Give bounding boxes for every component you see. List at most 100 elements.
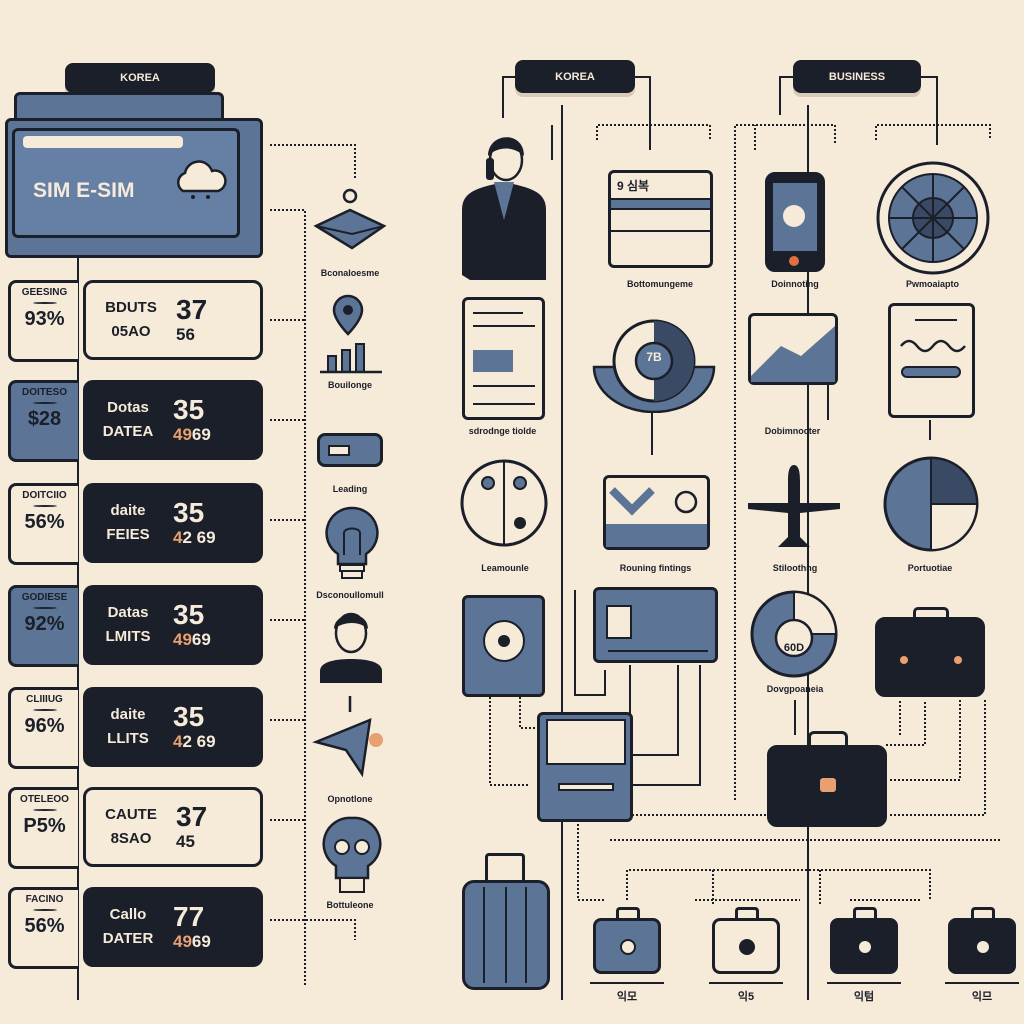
donut-chart-icon xyxy=(750,590,838,678)
plan-big-number: 35 xyxy=(173,394,205,425)
pie-chart-icon xyxy=(883,456,979,552)
plan-line1: daite xyxy=(110,502,146,519)
plan-card[interactable]: BDUTS 05AO 37 56 xyxy=(83,280,263,360)
envelope-icon xyxy=(313,188,387,250)
plan-line2: 05AO xyxy=(111,323,151,340)
plan-label: DOITESO xyxy=(21,387,67,398)
passport-icon xyxy=(462,595,545,697)
suitcase-icon xyxy=(462,853,550,990)
plan-accent-number: 49 xyxy=(173,425,192,444)
phone-label: Doinnoting xyxy=(771,279,819,289)
plan-label: GEESING xyxy=(21,287,68,298)
plan-value: 56% xyxy=(24,511,65,533)
id-card-icon xyxy=(593,587,718,663)
table-title: 9 심복 xyxy=(617,179,650,193)
plan-value: 93% xyxy=(24,308,65,330)
wheel-label: Pwmoaiapto xyxy=(905,279,959,289)
document-label: sdrodnge tiolde xyxy=(468,426,537,436)
plan-label-box: GODIESE 92% xyxy=(8,585,78,667)
plan-big-number: 35 xyxy=(173,701,205,732)
bag-icon xyxy=(712,907,780,974)
plan-label-box: OTELEOO P5% xyxy=(8,787,78,869)
plan-value: 92% xyxy=(24,613,65,635)
bag-label: 익모 xyxy=(616,991,638,1003)
businessman-phone-icon xyxy=(462,137,546,280)
plan-small-number: 69 xyxy=(191,425,211,444)
sim-card-title: SIM E-SIM xyxy=(33,179,135,202)
plan-value: P5% xyxy=(23,815,66,837)
card-label: Rouning fintings xyxy=(619,563,692,573)
plan-line1: Dotas xyxy=(107,399,149,416)
korea-header: KOREA xyxy=(65,63,215,93)
chart-card-icon xyxy=(748,313,838,385)
gauge-value: 7B xyxy=(646,350,662,364)
report-document-icon xyxy=(888,303,975,418)
cloud-icon xyxy=(176,160,227,199)
plan-line2: DATER xyxy=(102,930,154,947)
bag-icon xyxy=(593,907,661,974)
sim-card-stripe xyxy=(23,136,183,148)
plan-line1: CAUTE xyxy=(105,806,157,823)
chart-card-label: Dobimnocter xyxy=(764,426,821,436)
side-label-1: Bconaloesme xyxy=(320,268,380,278)
business-tab[interactable]: BUSINESS xyxy=(793,60,921,93)
plan-label-box: DOITCIIO 56% xyxy=(8,483,78,565)
donut-value: 60D xyxy=(783,642,805,654)
plan-small-number: 45 xyxy=(176,832,195,851)
plan-label: FACINO xyxy=(25,894,64,905)
bag-icon xyxy=(948,907,1016,974)
plan-small-number: 2 69 xyxy=(182,528,216,547)
briefcase-icon xyxy=(875,607,985,697)
plan-label: GODIESE xyxy=(21,592,68,603)
sim-card[interactable]: SIM E-SIM xyxy=(12,128,240,238)
plan-big-number: 77 xyxy=(173,901,205,932)
plan-big-number: 35 xyxy=(173,599,205,630)
plan-small-number: 56 xyxy=(176,325,195,344)
bag-label: 익므 xyxy=(971,991,993,1003)
person-icon xyxy=(320,612,382,683)
plan-small-number: 69 xyxy=(191,932,211,951)
plan-small-number: 69 xyxy=(191,630,211,649)
plan-accent-number: 4 xyxy=(173,732,183,751)
korea-tab[interactable]: KOREA xyxy=(515,60,635,93)
smartphone-icon xyxy=(765,172,825,272)
plan-line1: Datas xyxy=(107,604,149,621)
plan-line1: BDUTS xyxy=(105,299,157,316)
bag-label: 익텀 xyxy=(853,991,875,1003)
lightbulb-icon xyxy=(325,506,379,579)
plan-big-number: 35 xyxy=(173,497,205,528)
plan-line2: FEIES xyxy=(106,526,150,543)
network-circle-icon xyxy=(460,459,548,547)
gauge-icon xyxy=(592,319,716,413)
plan-big-number: 37 xyxy=(176,294,208,325)
laptop-icon xyxy=(537,712,633,822)
plan-accent-number: 49 xyxy=(173,932,192,951)
bag-label: 익5 xyxy=(737,991,755,1003)
bag-icon xyxy=(830,907,898,974)
data-table-card[interactable]: 9 심복 xyxy=(608,170,713,268)
plan-line1: daite xyxy=(110,706,146,723)
plan-line2: LLITS xyxy=(107,730,149,747)
plan-label-box: FACINO 56% xyxy=(8,887,78,969)
roaming-card-icon xyxy=(603,475,710,550)
plan-label: OTELEOO xyxy=(20,794,69,805)
plan-value: 56% xyxy=(24,915,65,937)
plan-label-box: DOITESO $28 xyxy=(8,380,78,462)
sim-chip-icon xyxy=(317,433,383,467)
lightbulb-icon xyxy=(322,816,382,893)
map-pin-chart-icon xyxy=(320,294,382,374)
plan-line2: LMITS xyxy=(105,628,151,645)
plan-line2: DATEA xyxy=(102,423,154,440)
side-label-3: Leading xyxy=(332,484,368,494)
large-briefcase-icon xyxy=(767,731,887,827)
plane-label: Stiloothng xyxy=(772,563,818,573)
side-label-7: Bottuleone xyxy=(326,900,374,910)
side-label-2: Bouilonge xyxy=(328,380,372,390)
paper-plane-icon xyxy=(312,696,383,778)
